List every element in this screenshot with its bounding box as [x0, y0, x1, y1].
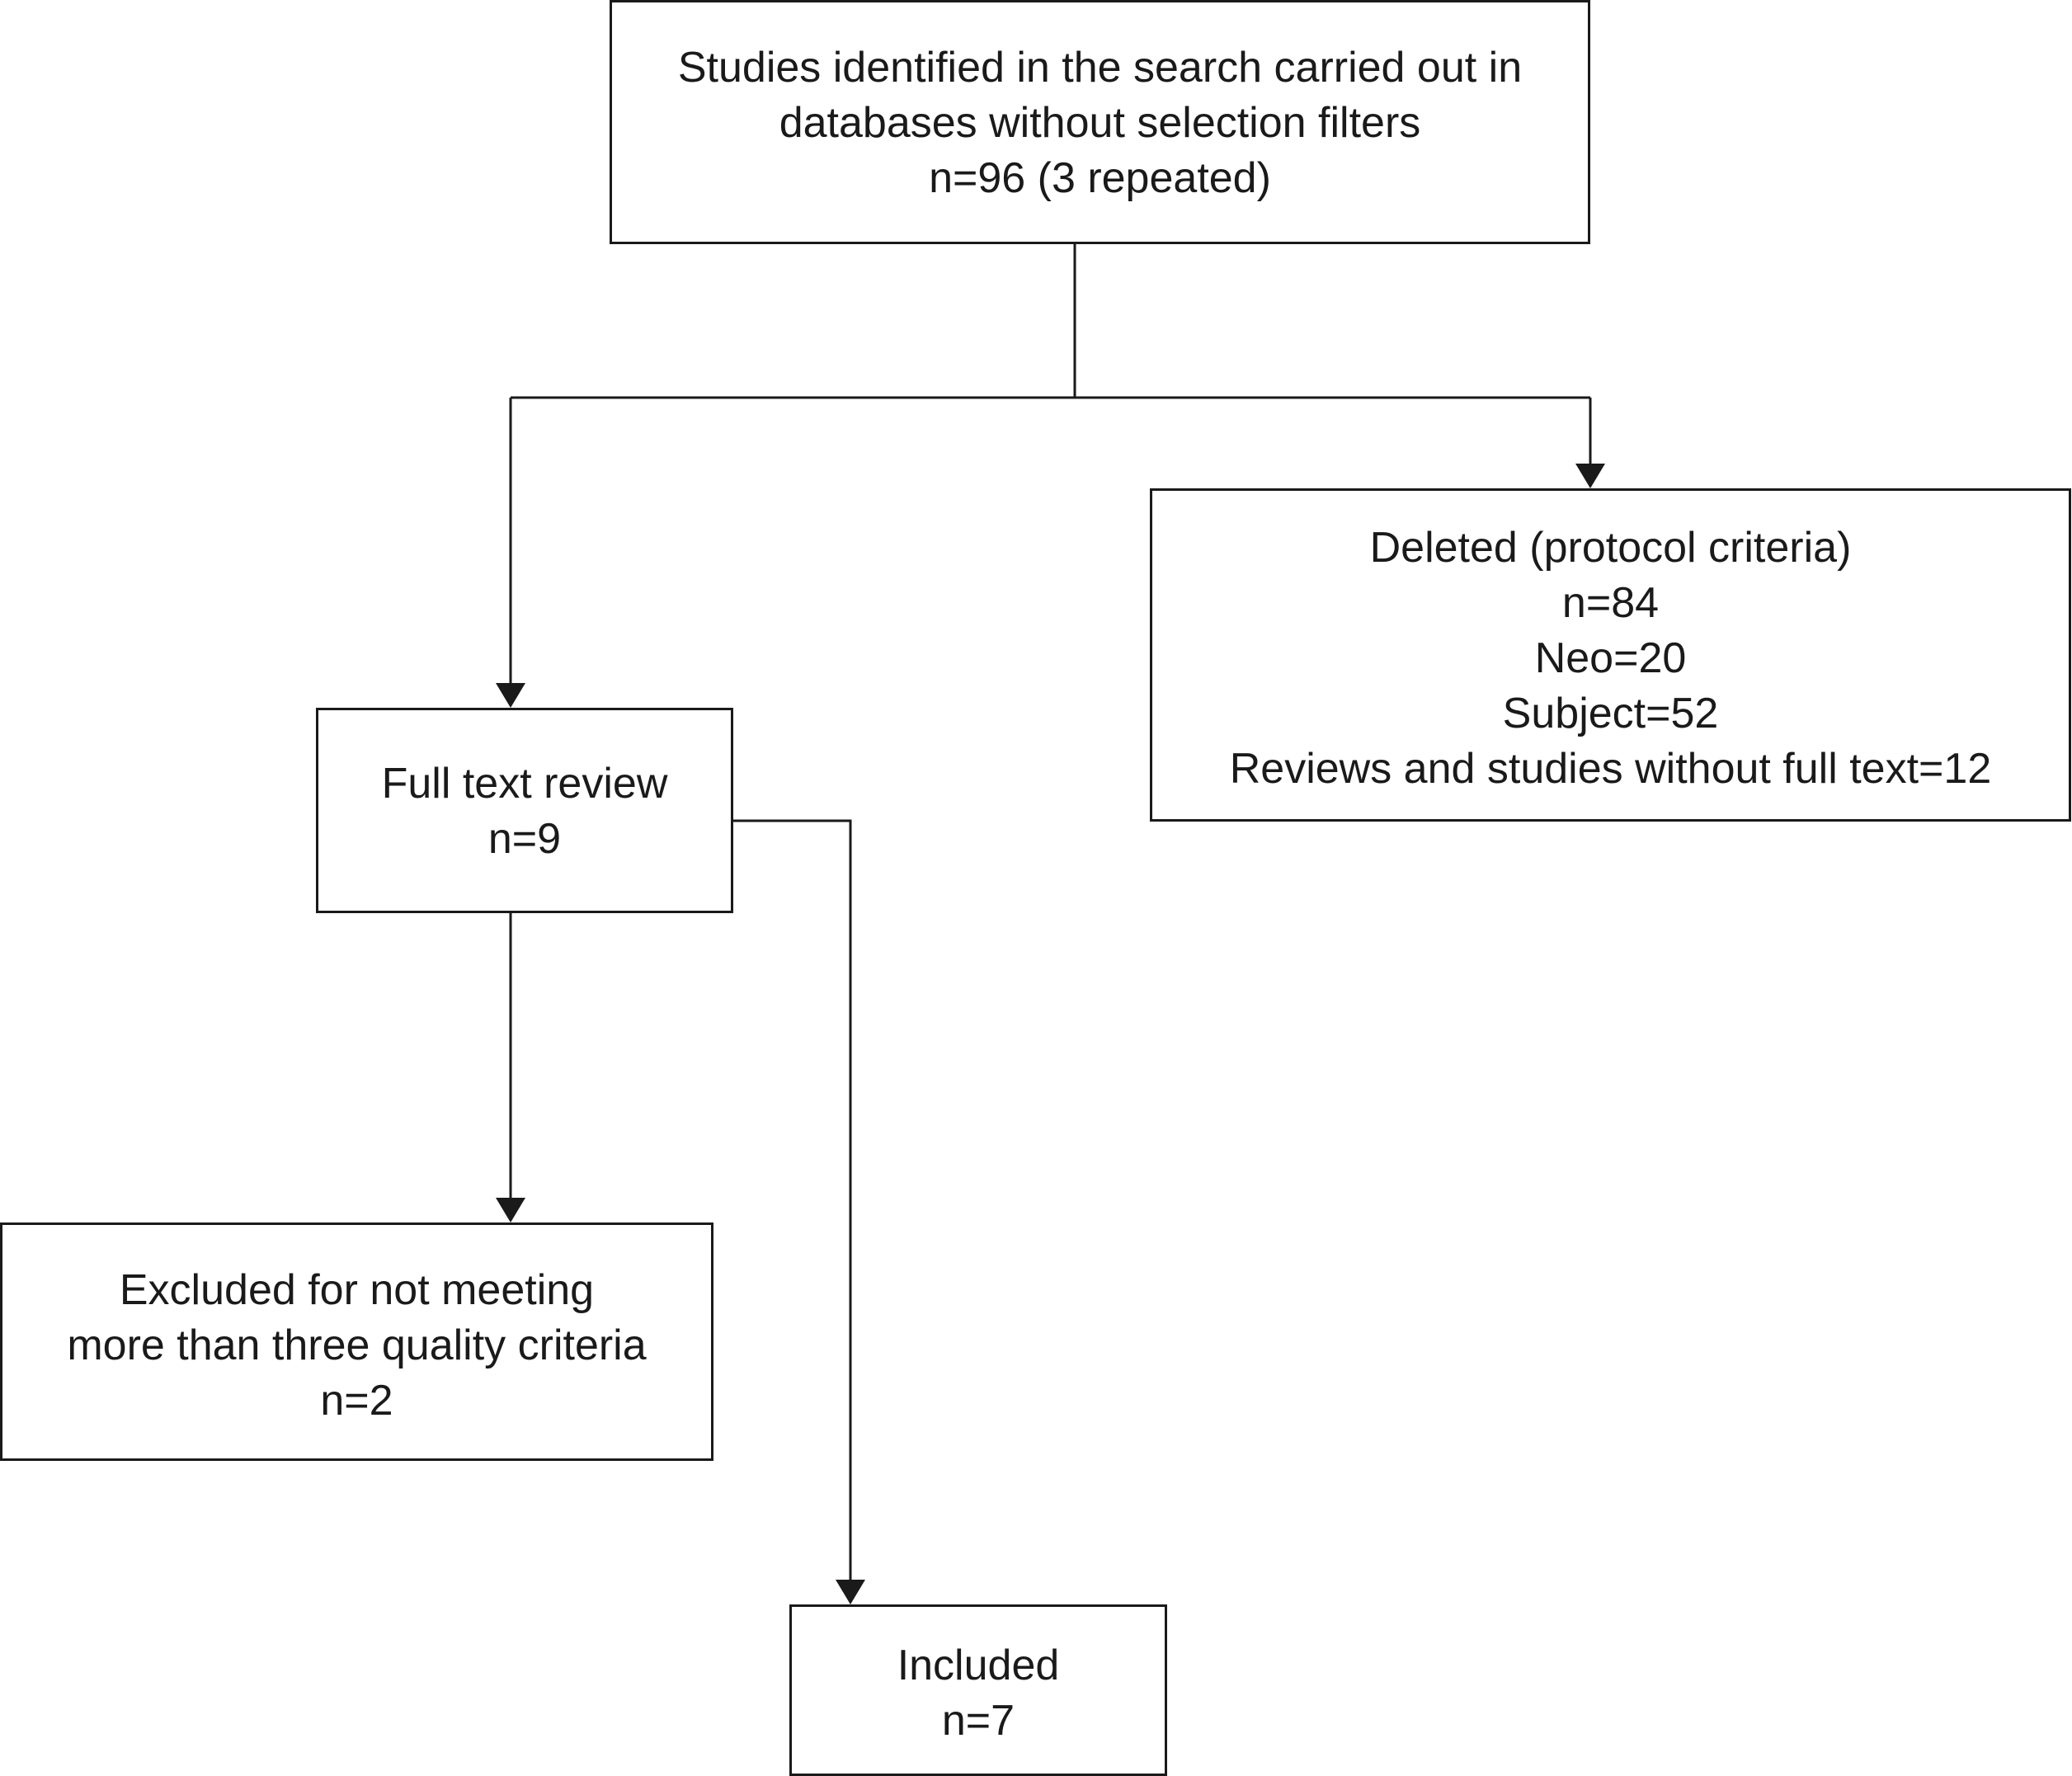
arrowhead-excluded: [496, 1198, 525, 1222]
arrowhead-included: [836, 1580, 865, 1604]
excluded-studies-box: Excluded for not meeting more than three…: [0, 1222, 713, 1461]
connector-full-text-to-included: [733, 819, 852, 1580]
arrowhead-full-text: [496, 683, 525, 708]
deleted-reviews-count: Reviews and studies without full text=12: [1229, 745, 1992, 793]
included-studies-box: Included n=7: [789, 1604, 1167, 1776]
deleted-neo-count: Neo=20: [1534, 634, 1687, 682]
full-text-review-box: Full text review n=9: [316, 708, 733, 913]
arrowhead-deleted: [1575, 464, 1605, 488]
identified-studies-box: Studies identified in the search carried…: [610, 0, 1590, 244]
deleted-title: Deleted (protocol criteria): [1369, 524, 1852, 572]
identified-count: n=96 (3 repeated): [929, 154, 1271, 202]
deleted-subject-count: Subject=52: [1502, 690, 1719, 737]
deleted-count: n=84: [1561, 579, 1660, 627]
full-text-count: n=9: [487, 815, 562, 863]
deleted-studies-box: Deleted (protocol criteria) n=84 Neo=20 …: [1150, 488, 2071, 822]
excluded-count: n=2: [320, 1377, 393, 1425]
full-text-title: Full text review: [381, 760, 668, 808]
excluded-line-2: more than three quality criteria: [67, 1321, 647, 1369]
included-count: n=7: [941, 1697, 1015, 1745]
identified-line-2: databases without selection filters: [779, 99, 1421, 147]
excluded-line-1: Excluded for not meeting: [119, 1266, 595, 1314]
identified-line-1: Studies identified in the search carried…: [677, 44, 1523, 92]
included-title: Included: [897, 1642, 1060, 1689]
